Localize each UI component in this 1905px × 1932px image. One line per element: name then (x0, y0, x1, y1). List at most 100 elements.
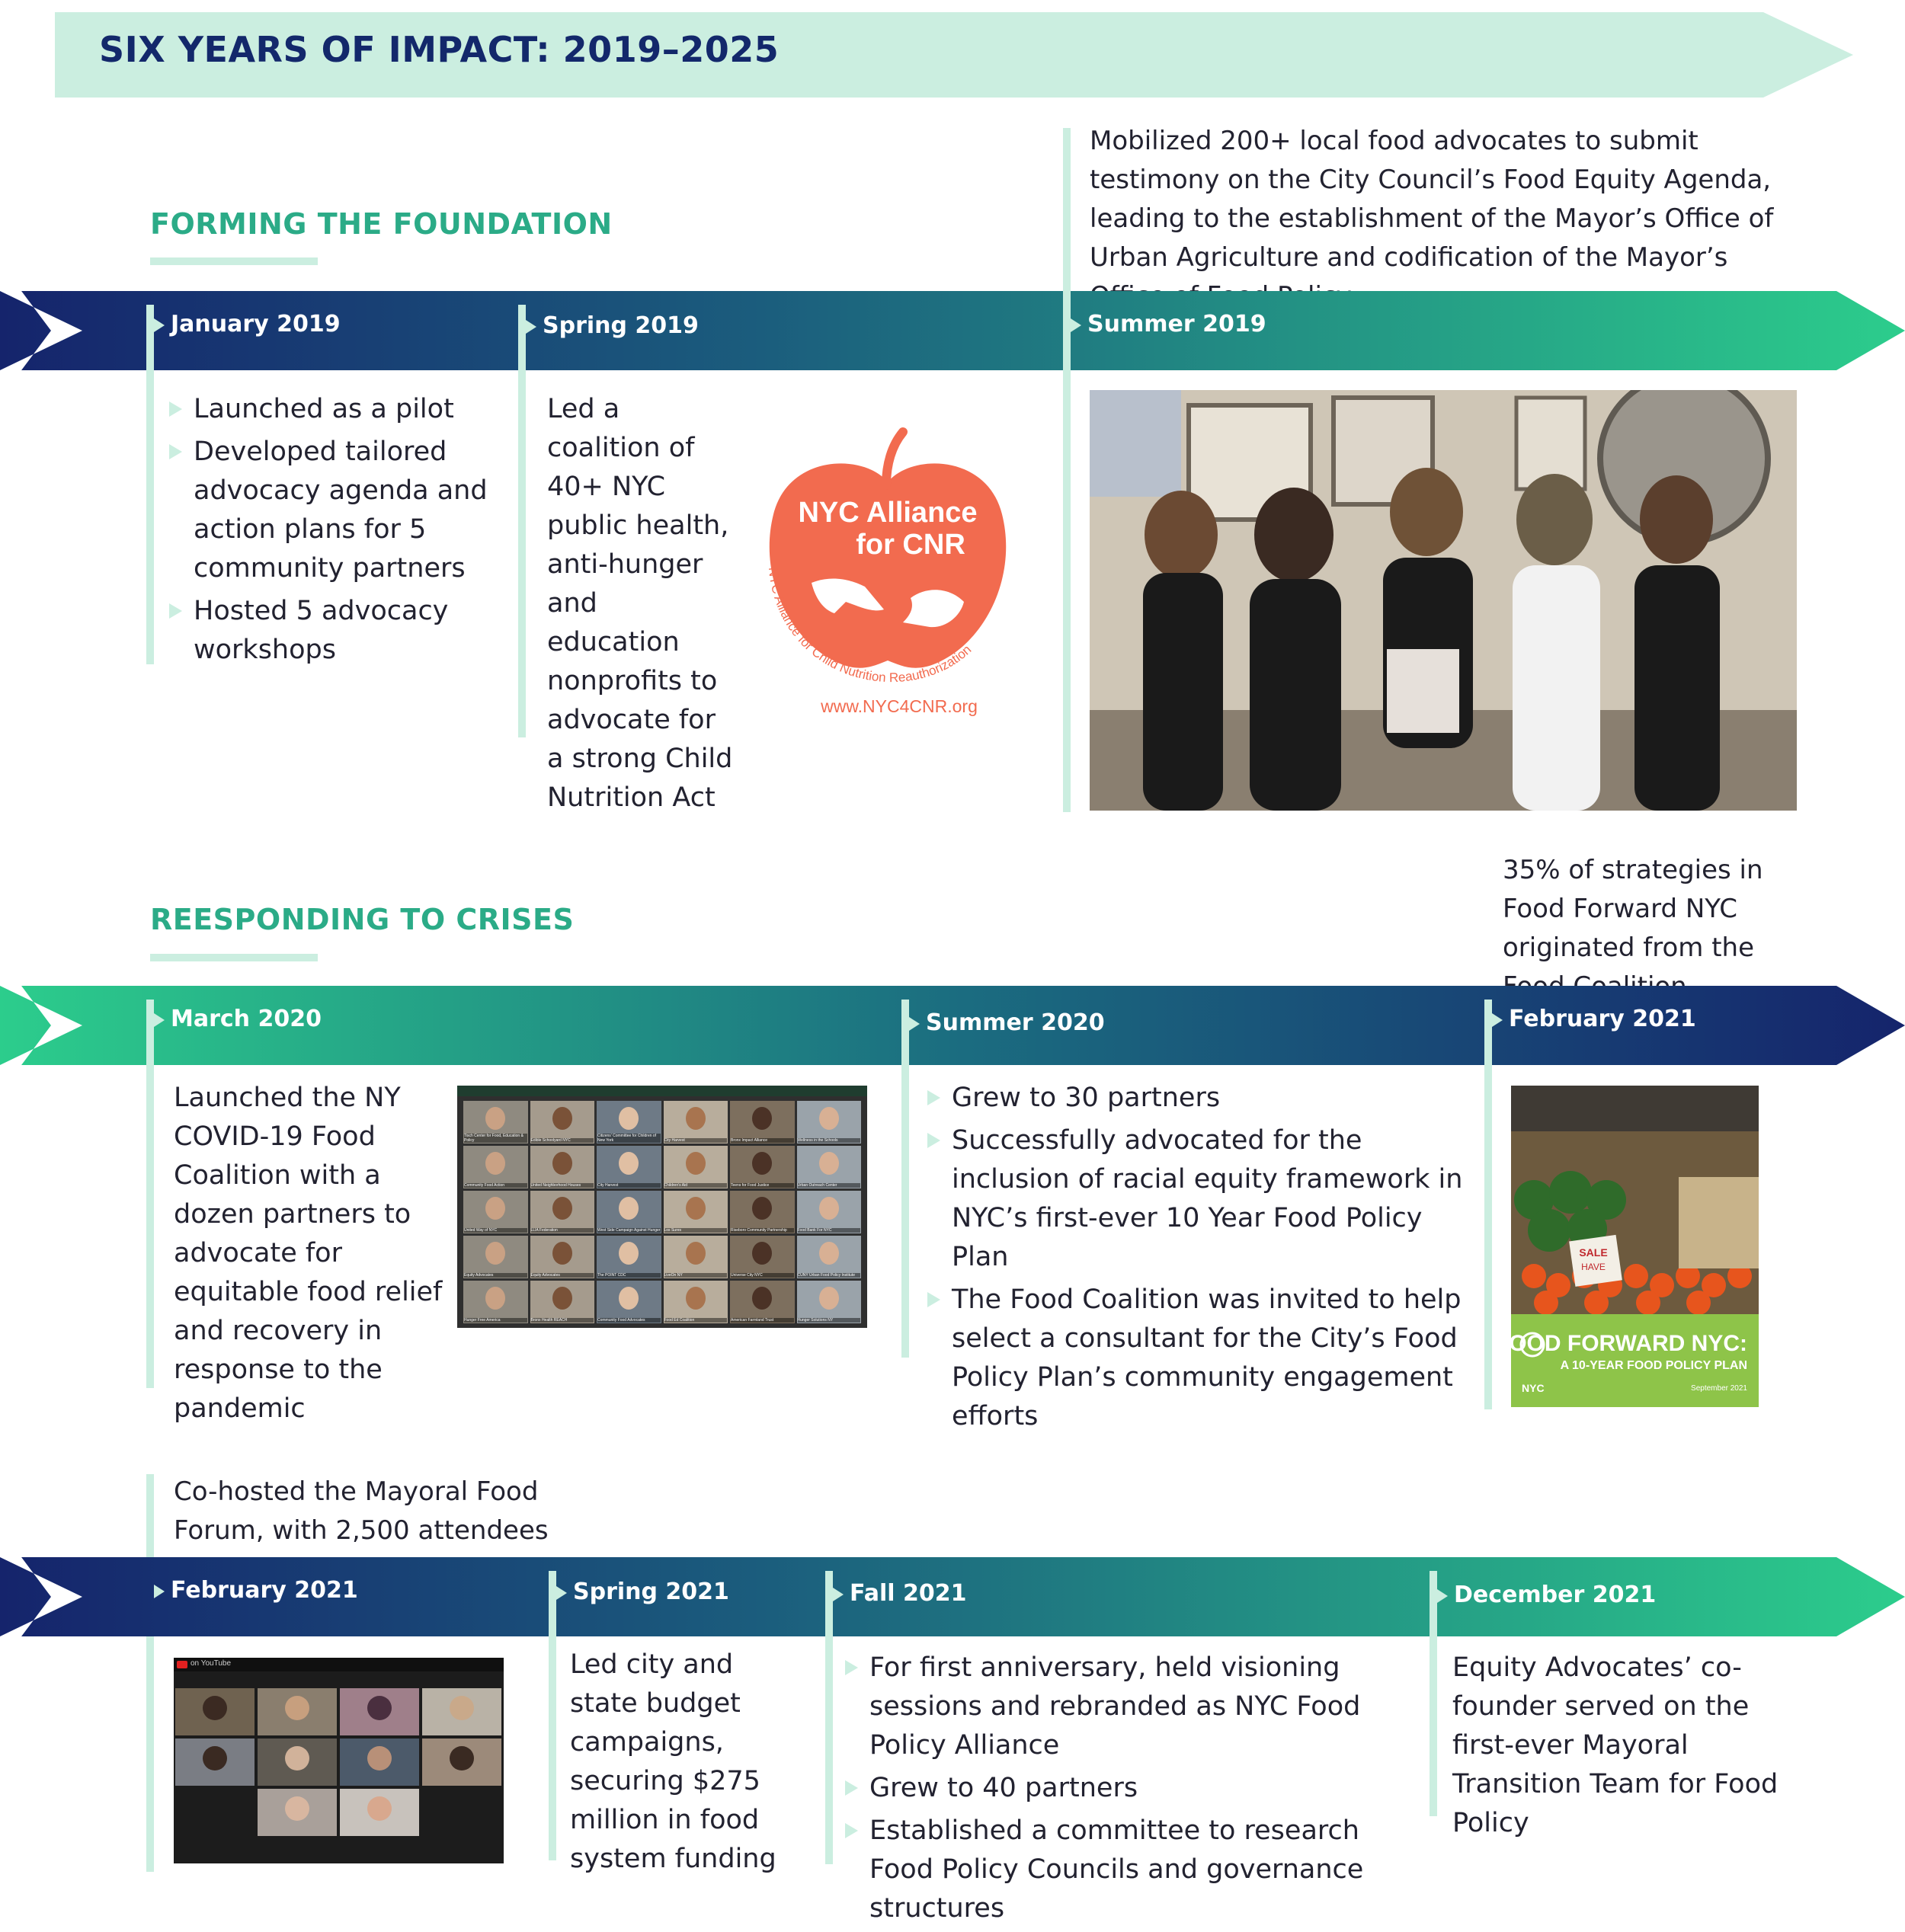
participant-avatar (552, 1107, 572, 1130)
participant-avatar (619, 1197, 639, 1220)
date-label-spring-2019: Spring 2019 (526, 312, 699, 339)
participant-avatar (752, 1152, 773, 1175)
participant-avatar (752, 1107, 773, 1130)
timeline-marker-line (1430, 1571, 1437, 1816)
jan-2019-bullets: Launched as a pilot Developed tailored a… (168, 390, 503, 673)
participant-label: Hunger Solutions NY (797, 1318, 860, 1323)
youtube-icon (177, 1661, 187, 1668)
svg-text:NYC: NYC (1522, 1382, 1545, 1394)
list-item: Grew to 40 partners (844, 1769, 1415, 1808)
zoom-participant-tile: LiveOn NY (663, 1236, 728, 1278)
date-label-summer-2019: Summer 2019 (1071, 311, 1266, 337)
participant-avatar (485, 1287, 506, 1310)
section-title-foundation: FORMING THE FOUNDATION (150, 207, 613, 241)
participant-avatar (818, 1197, 839, 1220)
zoom-participant-tile: Food Bank For NYC (796, 1191, 861, 1233)
participant-label: United Neighborhood Houses (530, 1183, 594, 1188)
svg-text:www.NYC4CNR.org: www.NYC4CNR.org (820, 696, 978, 716)
date-label-feb-2021-b: February 2021 (154, 1577, 358, 1604)
participant-avatar (552, 1242, 572, 1265)
nyc-alliance-cnr-logo: NYC Alliance for CNR NYC Alliance for Ch… (758, 423, 1017, 728)
svg-text:SALE: SALE (1579, 1246, 1607, 1259)
list-item: Launched as a pilot (168, 390, 503, 429)
section-title-crises: REESPONDING TO CRISES (150, 903, 575, 936)
fall-2021-bullets: For first anniversary, held visioning se… (844, 1649, 1415, 1932)
zoom-participant-tile: Community Food Action (463, 1146, 528, 1188)
zoom-participant-tile: Bronx Health REACH (530, 1281, 594, 1323)
spring-2021-text: Led city and state budget campaigns, sec… (570, 1649, 776, 1874)
marker-arrow-icon (526, 319, 536, 334)
march-2020-text: Launched the NY COVID-19 Food Coalition … (174, 1083, 443, 1424)
zoom-participant-tile: CUNY Urban Food Policy Institute (796, 1236, 861, 1278)
date-label-summer-2020: Summer 2020 (909, 1009, 1105, 1036)
participant-avatar (752, 1242, 773, 1265)
zoom-participant-tile: Tisch Center for Food, Education & Polic… (463, 1101, 528, 1144)
marker-arrow-icon (833, 1587, 844, 1601)
list-item: Grew to 30 partners (926, 1079, 1474, 1118)
participant-label: Community Food Advocates (597, 1318, 661, 1323)
zoom-participant-tile: Wellness in the Schools (796, 1101, 861, 1144)
zoom-participant-tile: Urban Outreach Center (796, 1146, 861, 1188)
list-item: Developed tailored advocacy agenda and a… (168, 433, 503, 588)
participant-avatar (685, 1107, 706, 1130)
timeline-marker-line (901, 1000, 909, 1358)
participant-label: LLIA Federation (530, 1228, 594, 1233)
summer-2020-bullets: Grew to 30 partners Successfully advocat… (926, 1079, 1474, 1440)
marker-arrow-icon (1492, 1012, 1503, 1027)
timeline-marker-line (549, 1571, 556, 1860)
header-banner (55, 12, 1853, 98)
participant-avatar (485, 1197, 506, 1220)
list-item: The Food Coalition was invited to help s… (926, 1281, 1474, 1436)
zoom-participant-tile: City Harvest (663, 1101, 728, 1144)
participant-label: City Harvest (664, 1138, 727, 1143)
zoom-participant-tile: West Side Campaign Against Hunger (597, 1191, 661, 1233)
date-label-fall-2021: Fall 2021 (833, 1580, 967, 1607)
date-label-spring-2021: Spring 2021 (556, 1579, 729, 1605)
zoom-participant-tile: Hunger Solutions NY (796, 1281, 861, 1323)
participant-label: City Harvest (597, 1183, 661, 1188)
marker-arrow-icon (909, 1016, 920, 1031)
timeline3-above-note: Co-hosted the Mayoral Food Forum, with 2… (174, 1476, 549, 1546)
zoom-participant-tile: Community Food Advocates (597, 1281, 661, 1323)
svg-text:FOOD FORWARD NYC:: FOOD FORWARD NYC: (1511, 1331, 1747, 1356)
participant-avatar (552, 1287, 572, 1310)
zoom-participant-tile: United Way of NYC (463, 1191, 528, 1233)
spring-2019-text: Led a coalition of 40+ NYC public health… (547, 394, 733, 813)
mayoral-forum-zoom-screenshot: on YouTube (174, 1658, 504, 1863)
participant-avatar (619, 1107, 639, 1130)
zoom-participant-tile: The POINT CDC (597, 1236, 661, 1278)
zoom-participant-tile: Citizens’ Committee for Children of New … (597, 1101, 661, 1144)
zoom-participant-tile: Hunger Free America (463, 1281, 528, 1323)
group-photo (1090, 390, 1797, 811)
timeline3-band (0, 1557, 1905, 1636)
marker-arrow-icon (154, 1584, 165, 1598)
participant-label: Food Ed Coalition (664, 1318, 727, 1323)
marker-arrow-icon (1437, 1588, 1448, 1603)
participant-label: Edible Schoolyard NYC (530, 1138, 594, 1143)
zoom-participant-tile: American Farmland Trust (730, 1281, 795, 1323)
participant-avatar (752, 1197, 773, 1220)
zoom-participant-tile: Equity Advocates (463, 1236, 528, 1278)
svg-text:HAVE: HAVE (1581, 1262, 1606, 1272)
svg-text:NYC Alliance: NYC Alliance (798, 497, 977, 529)
zoom-participant-tile: LLIA Federation (530, 1191, 594, 1233)
participant-label: Wellness in the Schools (797, 1138, 860, 1143)
zoom-participant-tile: United Neighborhood Houses (530, 1146, 594, 1188)
timeline-marker-line (1484, 1000, 1492, 1409)
participant-avatar (685, 1197, 706, 1220)
date-label-dec-2021: December 2021 (1437, 1582, 1656, 1608)
participant-label: Riseboro Community Partnership (731, 1228, 794, 1233)
participant-label: United Way of NYC (464, 1228, 527, 1233)
timeline2-band (0, 986, 1905, 1065)
date-label-jan-2019: January 2019 (154, 311, 341, 337)
participant-avatar (485, 1107, 506, 1130)
zoom-participant-tile: Edible Schoolyard NYC (530, 1101, 594, 1144)
zoom-participant-tile: Riseboro Community Partnership (730, 1191, 795, 1233)
participant-avatar (619, 1287, 639, 1310)
participant-label: West Side Campaign Against Hunger (597, 1228, 661, 1233)
participant-label: Children’s Aid (664, 1183, 727, 1188)
list-item: Hosted 5 advocacy workshops (168, 592, 503, 670)
participant-label: Equity Advocates (530, 1273, 594, 1278)
participant-avatar (752, 1287, 773, 1310)
timeline-marker-line (146, 1000, 154, 1388)
